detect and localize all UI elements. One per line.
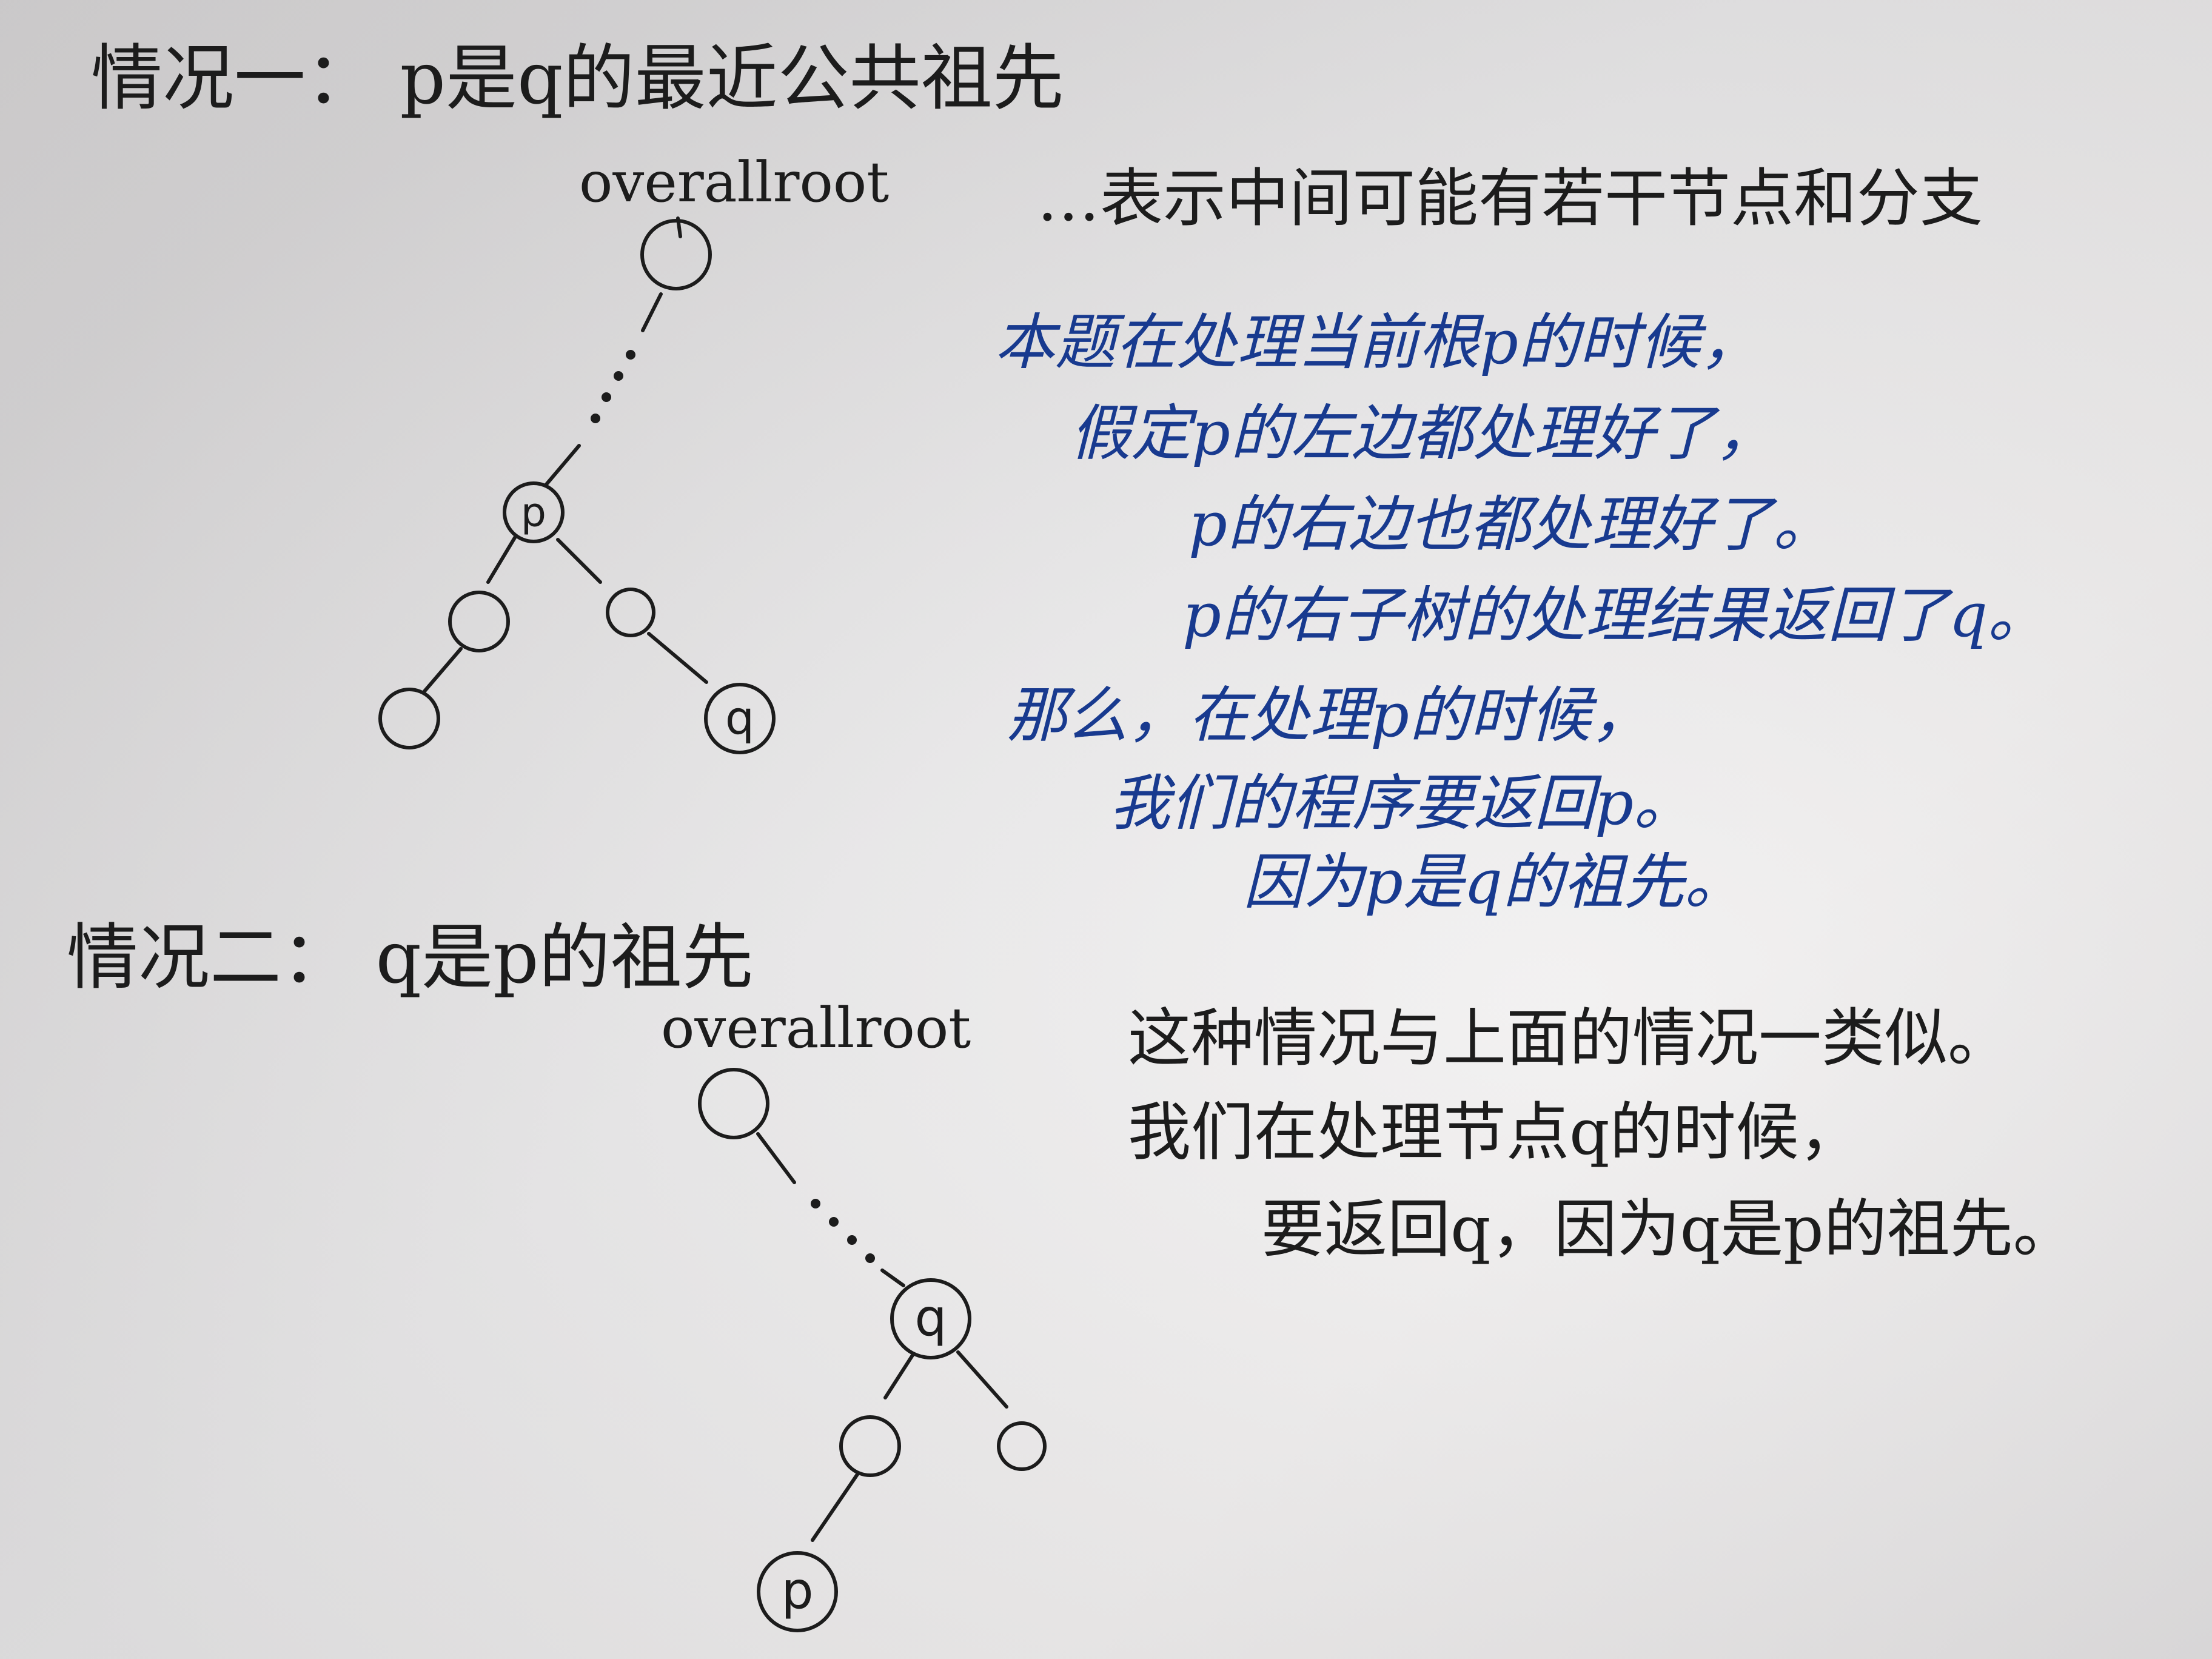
case2-edge bbox=[956, 1350, 1008, 1409]
case1-ellipsis-dot bbox=[626, 350, 635, 360]
case1-ellipsis-dot bbox=[614, 371, 623, 381]
case1-edge bbox=[556, 538, 602, 584]
case2-right-node bbox=[997, 1421, 1047, 1471]
case2-title: 情况二： q是p的祖先 bbox=[67, 916, 754, 999]
case1-explanation-line: p的右边也都处理好了。 bbox=[1188, 489, 1834, 560]
case2-edge bbox=[883, 1353, 914, 1399]
case2-explanation-line: 这种情况与上面的情况一类似。 bbox=[1128, 1001, 2011, 1075]
case2-explanation-line: 我们在处理节点q的时候， bbox=[1128, 1095, 1862, 1169]
case1-explanation-line: p的右子树的处理结果返回了q。 bbox=[1182, 580, 2049, 651]
case1-left-node bbox=[448, 591, 510, 652]
case1-edge bbox=[647, 632, 708, 684]
case2-p-node bbox=[757, 1551, 838, 1632]
case1-edge bbox=[544, 444, 581, 487]
case2-tree bbox=[698, 1068, 1047, 1632]
case1-q-letter: q bbox=[725, 691, 754, 745]
case1-root-node bbox=[640, 219, 712, 290]
case1-p-node bbox=[503, 481, 565, 543]
case2-ellipsis-dot bbox=[829, 1217, 839, 1227]
case1-tree bbox=[378, 216, 776, 754]
case1-root-label: overallroot bbox=[579, 150, 890, 215]
case2-root-node bbox=[698, 1068, 769, 1139]
case1-explanation-line: 假定p的左边都处理好了， bbox=[1070, 398, 1777, 469]
case2-root-label: overallroot bbox=[661, 996, 971, 1061]
case1-explanation-line: 因为p是q的祖先。 bbox=[1243, 846, 1746, 917]
case1-q-node bbox=[704, 683, 776, 754]
case1-ellipsis-note: …表示中间可能有若干节点和分支 bbox=[1037, 161, 1983, 235]
case1-leaf-node bbox=[378, 688, 440, 749]
case2-left-node bbox=[839, 1415, 901, 1477]
case1-p-letter: p bbox=[521, 489, 546, 536]
case2-ellipsis-dot bbox=[865, 1253, 875, 1263]
case2-ellipsis-dot bbox=[847, 1235, 857, 1245]
case1-explanation-line: 本题在处理当前根p的时候， bbox=[994, 307, 1761, 378]
case2-ellipsis-dot bbox=[811, 1199, 820, 1208]
case2-q-node bbox=[890, 1278, 971, 1359]
case1-edge bbox=[486, 535, 517, 584]
case1-edge bbox=[423, 647, 463, 693]
case1-title: 情况一： p是q的最近公共祖先 bbox=[91, 36, 1064, 120]
case1-ellipsis-dot bbox=[602, 392, 611, 402]
case2-edge bbox=[880, 1269, 905, 1287]
case1-ellipsis-dot bbox=[591, 414, 600, 423]
case1-right-node bbox=[606, 588, 655, 637]
case2-edge bbox=[756, 1132, 796, 1184]
case2-q-letter: q bbox=[914, 1288, 947, 1347]
case2-edge bbox=[811, 1472, 860, 1542]
case1-edge bbox=[641, 292, 663, 332]
case1-explanation-line: 我们的程序要返回p。 bbox=[1110, 768, 1695, 839]
case1-explanation-line: 那么，在处理p的时候， bbox=[1007, 680, 1652, 751]
case2-p-letter: p bbox=[781, 1561, 813, 1620]
case2-explanation-line: 要返回q，因为q是p的祖先。 bbox=[1261, 1192, 2076, 1266]
